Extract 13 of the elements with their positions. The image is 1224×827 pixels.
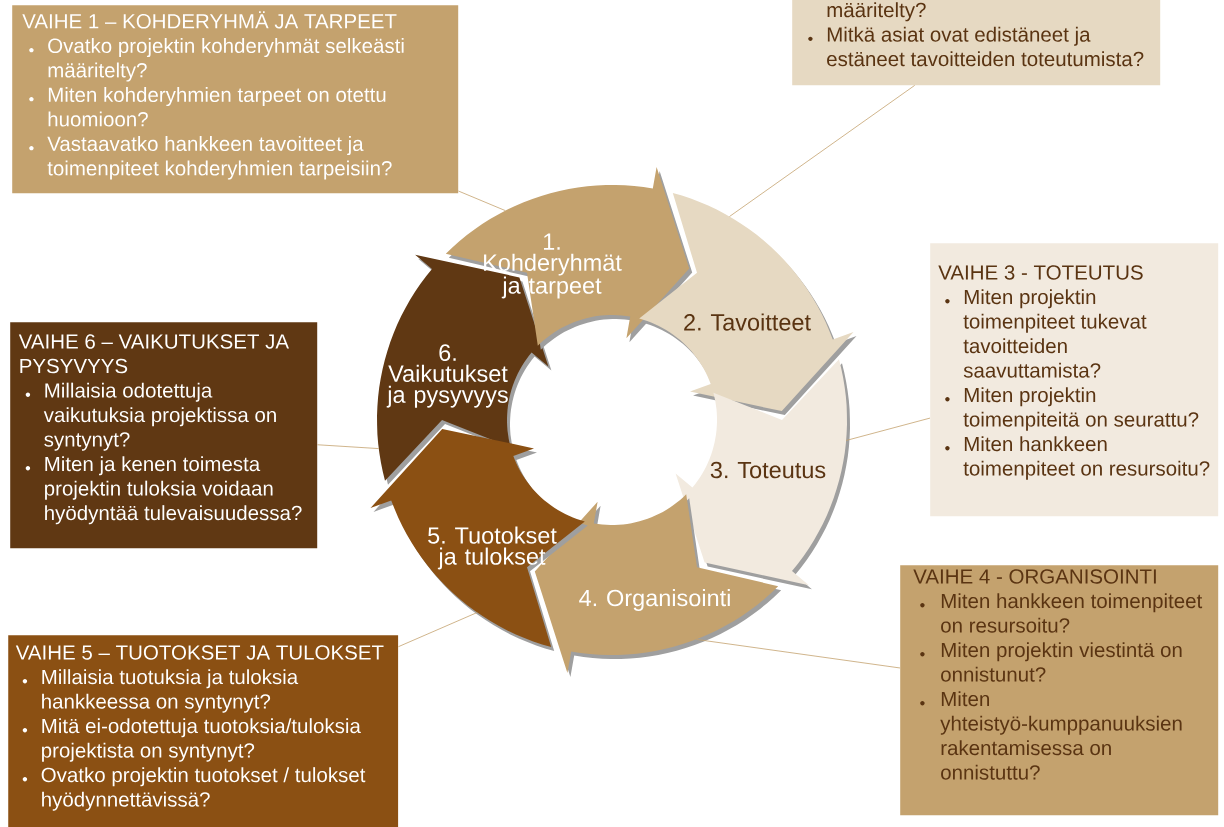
- question-box: VAIHE 3 - TOTEUTUS Miten projektin toimenpiteet tukevat tavoitteiden saavuttamista? Miten projektin toimenpiteitä on seurattu? Miten hankkeen toimenpiteet on resursoitu?: [930, 243, 1219, 517]
- leader-line: [729, 85, 916, 217]
- question-box: määritelty? Mitkä asiat ovat edistäneet ja estäneet tavoitteiden toteutumista?: [792, 0, 1161, 86]
- leader-line: [398, 612, 478, 648]
- leader-line: [845, 417, 931, 441]
- question-box: VAIHE 1 – KOHDERYHMÄ JA TARPEET Ovatko projektin kohderyhmät selkeästi määritelty? Miten kohderyhmien tarpeet on otettu huomioon? Vastaavatko hankkeen tavoitteet ja toimenpiteet kohderyhmien tarpeisiin?: [12, 5, 459, 194]
- leader-line: [317, 444, 380, 449]
- question-box: VAIHE 6 – VAIKUTUKSET JA PYSYVYYS Millaisia odotettuja vaikutuksia projektissa on syntynyt? Miten ja kenen toimesta projektin tuloksia voidaan hyödyntää tulevaisuudessa?: [10, 322, 318, 549]
- arrow-segment: 2. Tavoitteet: [639, 193, 857, 416]
- leader-line: [695, 639, 901, 669]
- question-box: VAIHE 5 – TUOTOKSET JA TULOKSET Millaisia tuotuksia ja tuloksia hankkeessa on syntynyt? Mitä ei-odotettuja tuotoksia/tuloksia projektista on syntynyt? Ovatko projektin tuotokset / tulokset hyödynnettävissä?: [8, 635, 399, 827]
- question-box: VAIHE 4 - ORGANISOINTI Miten hankkeen toimenpiteet on resursoitu? Miten projektin viestintä on onnistunut? Miten yhteistyö-kumppanuuksien rakentamisessa on onnistuttu?: [900, 565, 1219, 816]
- leader-line: [458, 190, 506, 211]
